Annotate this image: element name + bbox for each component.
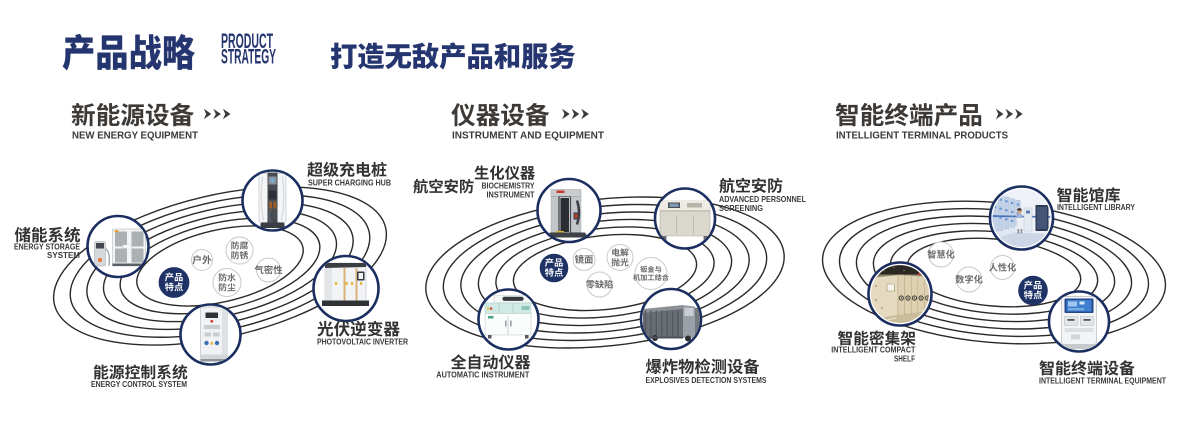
svg-text:SHELF: SHELF: [894, 353, 915, 363]
svg-text:STRATEGY: STRATEGY: [221, 46, 276, 69]
svg-text:ADVANCED PERSONNEL: ADVANCED PERSONNEL: [719, 195, 806, 204]
svg-text:INSTRUMENT: INSTRUMENT: [487, 191, 535, 200]
svg-text:INTELLIGENT LIBRARY: INTELLIGENT LIBRARY: [1057, 203, 1136, 212]
svg-text:INTELLIGENT COMPACT: INTELLIGENT COMPACT: [831, 345, 916, 355]
svg-text:EXPLOSIVES DETECTION SYSTEMS: EXPLOSIVES DETECTION SYSTEMS: [646, 375, 767, 385]
svg-text:PHOTOVOLTAIC INVERTER: PHOTOVOLTAIC INVERTER: [317, 338, 408, 347]
svg-text:ENERGY STORAGE: ENERGY STORAGE: [14, 243, 80, 252]
svg-text:BIOCHEMISTRY: BIOCHEMISTRY: [482, 182, 536, 191]
svg-text:PRODUCT: PRODUCT: [221, 30, 273, 53]
svg-text:ENERGY CONTROL SYSTEM: ENERGY CONTROL SYSTEM: [91, 380, 187, 389]
svg-text:INTELLIGENT TERMINAL PRODUCTS: INTELLIGENT TERMINAL PRODUCTS: [836, 130, 1008, 142]
svg-text:INSTRUMENT AND EQUIPMENT: INSTRUMENT AND EQUIPMENT: [452, 130, 605, 142]
svg-text:NEW ENERGY EQUIPMENT: NEW ENERGY EQUIPMENT: [72, 130, 199, 142]
svg-text:AUTOMATIC INSTRUMENT: AUTOMATIC INSTRUMENT: [436, 370, 530, 380]
svg-text:SCREENING: SCREENING: [719, 204, 763, 213]
svg-text:INTELLIGENT TERMINAL EQUIPMENT: INTELLIGENT TERMINAL EQUIPMENT: [1039, 376, 1167, 386]
svg-text:SUPER CHARGING HUB: SUPER CHARGING HUB: [308, 179, 391, 188]
svg-text:SYSTEM: SYSTEM: [47, 251, 80, 260]
